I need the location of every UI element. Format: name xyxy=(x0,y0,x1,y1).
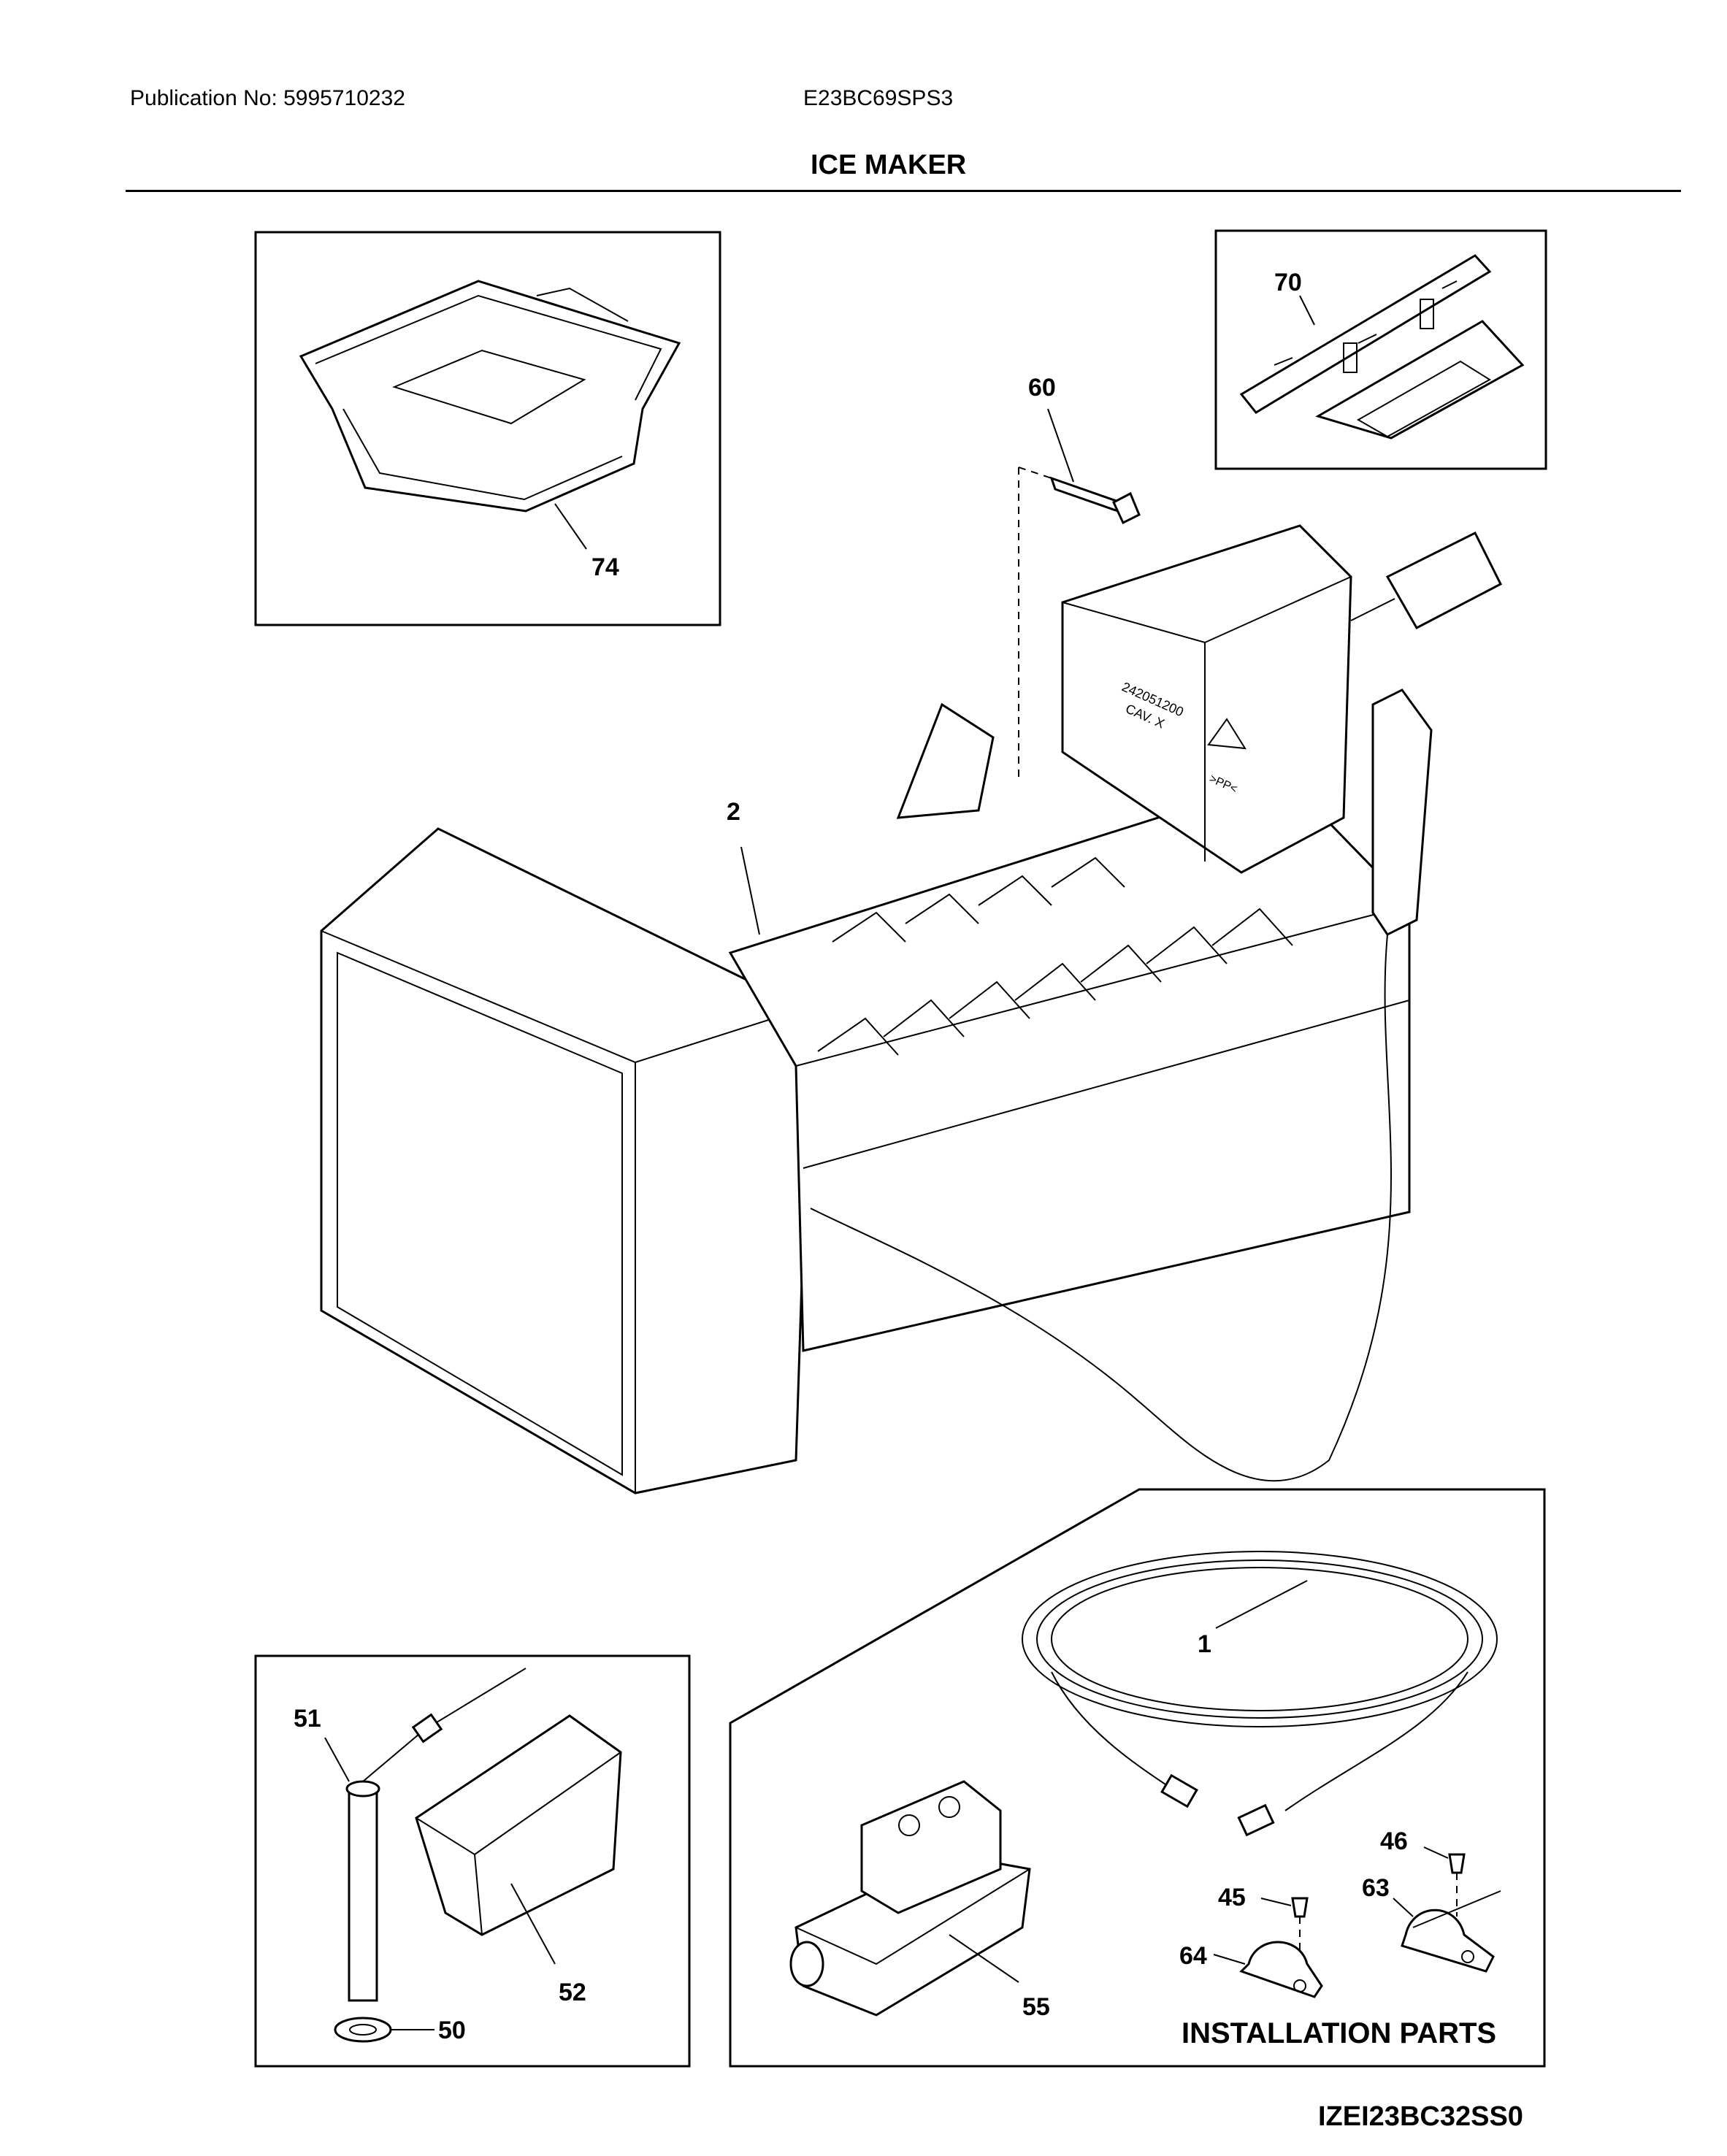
clamp-64 xyxy=(1239,1941,1323,1998)
screw-46 xyxy=(1448,1853,1466,1874)
ice-bin-drawing xyxy=(299,280,681,513)
callout-2: 2 xyxy=(727,798,740,826)
mounting-bracket-drawing xyxy=(1239,254,1525,440)
inset-box-bin: 74 xyxy=(254,231,721,626)
clamp-63 xyxy=(1401,1890,1501,1973)
header-divider xyxy=(126,190,1681,192)
fill-tube-drawing xyxy=(334,1668,526,2043)
inset-box-installation-parts: 1 55 45 64 46 xyxy=(729,1488,1546,2068)
installation-parts-label: INSTALLATION PARTS xyxy=(1182,2017,1496,2049)
water-valve-drawing xyxy=(789,1780,1031,2017)
screw-60 xyxy=(1049,476,1141,525)
ejector-fingers xyxy=(817,856,1293,1056)
callout-63: 63 xyxy=(1362,1874,1390,1902)
inset-box-fill-tube: 51 52 50 xyxy=(254,1654,691,2068)
water-line-coil xyxy=(1022,1551,1498,1837)
callout-52: 52 xyxy=(559,1979,586,2006)
diagram-reference-code: IZEI23BC32SS0 xyxy=(1318,2101,1523,2132)
page-title: ICE MAKER xyxy=(811,150,967,180)
callout-51: 51 xyxy=(294,1705,321,1733)
callout-64: 64 xyxy=(1179,1942,1207,1970)
inset-box-bracket: 70 xyxy=(1214,229,1547,470)
callout-60: 60 xyxy=(1028,374,1056,402)
ice-maker-assembly: 242051200 CAV. X >PP< 60 2 xyxy=(320,374,1503,1495)
screw-45 xyxy=(1291,1897,1309,1918)
callout-1: 1 xyxy=(1198,1630,1211,1658)
model-number: E23BC69SPS3 xyxy=(803,86,954,110)
callout-70: 70 xyxy=(1274,269,1302,296)
fill-tube-heater-cover xyxy=(415,1714,622,1936)
callout-50: 50 xyxy=(438,2017,466,2044)
callout-46: 46 xyxy=(1380,1827,1408,1855)
publication-number: Publication No: 5995710232 xyxy=(130,86,405,110)
recycle-triangle-icon xyxy=(1207,718,1247,750)
callout-74: 74 xyxy=(591,553,619,581)
callout-45: 45 xyxy=(1218,1884,1246,1911)
callout-55: 55 xyxy=(1022,1993,1050,2021)
